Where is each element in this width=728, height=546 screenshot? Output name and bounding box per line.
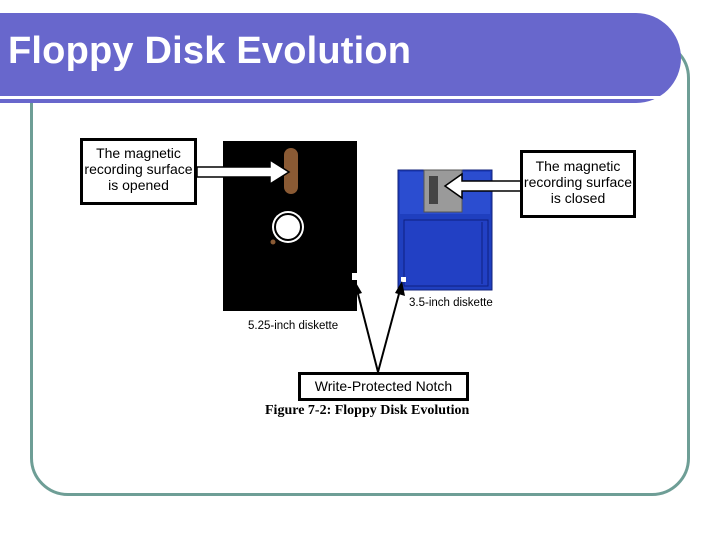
notch-arrow-35-head [395,281,405,296]
notch-arrow-35-line [377,289,401,373]
title-band [0,13,681,103]
callout-closed-line-1: The magnetic [535,158,621,174]
write-protect-arrows [352,281,405,373]
floppy-35-write-notch [401,277,406,282]
callout-surface-opened: The magnetic recording surface is opened [80,138,197,205]
callout-opened-line-1: The magnetic [96,145,181,161]
floppy-525-head-window [284,148,298,194]
floppy-35-shutter-slot [429,176,438,204]
floppy-35-diskette [397,169,493,291]
callout-opened-line-2: recording surface [84,161,193,177]
floppy-525-write-notch [352,273,357,280]
floppy-35-caption: 3.5-inch diskette [409,297,493,309]
arrow-35-shutter-shape [443,172,523,200]
floppy-525-hub-ring [272,211,304,243]
write-protected-notch-label: Write-Protected Notch [298,372,469,401]
callout-closed-line-3: is closed [550,190,606,206]
callout-surface-closed: The magnetic recording surface is closed [520,150,636,218]
notch-arrow-525-head [352,281,362,296]
callout-closed-line-2: recording surface [523,174,633,190]
slide-title: Floppy Disk Evolution [8,30,412,72]
floppy-525-diskette [223,141,357,311]
callout-opened-line-3: is opened [108,177,169,193]
arrow-to-525-window [196,158,291,186]
arrow-to-35-shutter [443,172,523,200]
floppy-525-index-hole [270,239,276,245]
figure-caption: Figure 7-2: Floppy Disk Evolution [265,403,470,418]
title-underline [0,96,670,99]
arrow-525-shape [196,158,291,186]
notch-arrow-525-line [356,289,379,373]
floppy-525-caption: 5.25-inch diskette [248,320,339,332]
floppy-35-label-area [403,219,489,287]
floppy-525-hub-inner [274,213,302,241]
